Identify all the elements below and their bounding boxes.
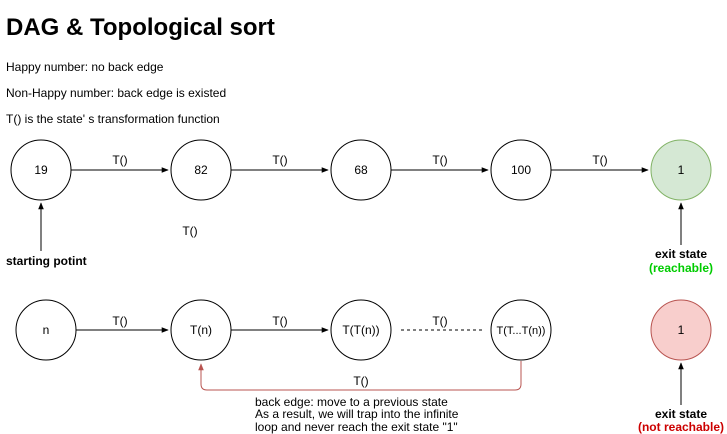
non-happy-definition: Non-Happy number: back edge is existed: [6, 86, 227, 100]
state-node-label: 82: [194, 163, 208, 177]
exit-label: exit state: [655, 247, 707, 261]
state-node: [170, 139, 232, 201]
exit-status-unreachable: (not reachable): [638, 420, 724, 434]
back-edge-note: As a result, we will trap into the infin…: [255, 407, 459, 421]
edge-label: T(): [592, 153, 607, 167]
state-node-label: 1: [678, 323, 685, 337]
start-label: starting potint: [6, 254, 87, 268]
state-node: [490, 139, 552, 201]
back-edge: [198, 361, 522, 391]
bottom-row: T() T() T() T() n T(n) T(T(n)) T(T...T(n…: [15, 299, 724, 434]
edge-label: T(): [112, 314, 127, 328]
state-node-label: 100: [511, 163, 531, 177]
state-node-label: T(n): [190, 323, 212, 337]
state-node-label: T(T...T(n)): [497, 325, 546, 337]
page-title: DAG & Topological sort: [6, 14, 275, 41]
edge-label: T(): [432, 153, 447, 167]
top-row: T() T() T() T() 19 82 68 100 1 T() start…: [6, 139, 713, 275]
transformation-definition: T() is the state' s transformation funct…: [6, 112, 220, 126]
edge-label: T(): [272, 153, 287, 167]
state-node-label: 68: [354, 163, 368, 177]
state-node: [15, 299, 77, 361]
state-node-label: 19: [34, 163, 48, 177]
happy-definition: Happy number: no back edge: [6, 60, 164, 74]
exit-label: exit state: [655, 407, 707, 421]
exit-node-unreachable: [650, 299, 712, 361]
state-node: [330, 299, 392, 361]
back-edge-note: loop and never reach the exit state "1": [255, 420, 458, 434]
back-edge-label: T(): [353, 374, 368, 388]
exit-status-reachable: (reachable): [649, 261, 713, 275]
state-node: [330, 139, 392, 201]
state-node-label: 1: [678, 163, 685, 177]
state-node: [490, 299, 552, 361]
state-node-label: T(T(n)): [342, 323, 379, 337]
state-node: [170, 299, 232, 361]
stray-label: T(): [182, 224, 197, 238]
state-node-label: n: [43, 323, 50, 337]
edge-label: T(): [112, 153, 127, 167]
edge-label: T(): [432, 314, 447, 328]
exit-node-reachable: [650, 139, 712, 201]
state-node: [10, 139, 72, 201]
edge-label: T(): [272, 314, 287, 328]
back-edge-note: back edge: move to a previous state: [255, 395, 448, 409]
